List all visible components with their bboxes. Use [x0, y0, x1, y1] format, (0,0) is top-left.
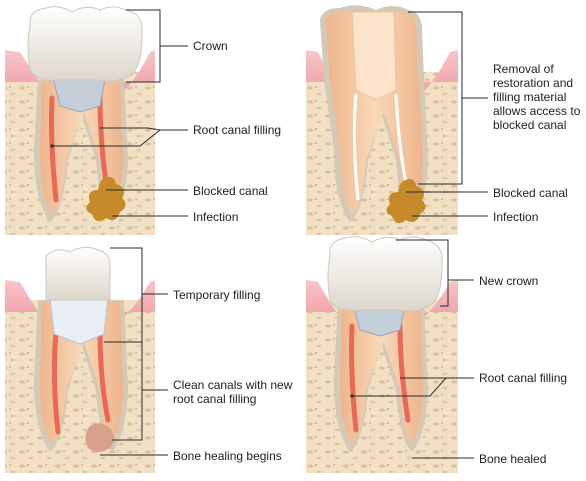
label-clean-canals: Clean canals with new root canal filling — [173, 378, 293, 406]
leader-root-filling-right — [100, 127, 161, 131]
label-blocked-canal: Blocked canal — [493, 186, 568, 200]
infection-area — [86, 176, 126, 222]
new-crown-bracket — [396, 239, 449, 307]
leader-dot — [50, 144, 54, 148]
root-canal-filling-left — [349, 323, 359, 433]
label-bone-healed: Bone healed — [479, 452, 547, 466]
label-crown: Crown — [193, 39, 228, 53]
panel-4-new-crown — [306, 236, 458, 473]
label-infection: Infection — [193, 210, 239, 224]
leader-root-filling-left — [52, 129, 188, 147]
leader-dot — [350, 394, 354, 398]
leader-lines — [50, 9, 488, 459]
panel-3-temporary-filling — [5, 246, 155, 473]
label-new-crown: New crown — [479, 274, 539, 288]
label-bone-healing-begins: Bone healing begins — [173, 449, 282, 463]
panel-2-removal — [306, 5, 458, 235]
access-cavity — [351, 11, 397, 101]
leader-root-filling-left — [352, 377, 474, 397]
label-root-canal-filling: Root canal filling — [193, 123, 282, 137]
infection-area — [386, 178, 426, 224]
label-removal-of-restoration: Removal of restoration and filling mater… — [493, 62, 581, 132]
label-root-canal-filling: Root canal filling — [479, 371, 568, 385]
panel-1-existing-treatment — [5, 6, 155, 235]
new-root-canal-filling-right — [97, 327, 111, 423]
new-root-canal-filling-left — [51, 327, 61, 435]
label-infection: Infection — [493, 210, 539, 224]
remaining-crown — [45, 246, 111, 301]
crown — [27, 6, 143, 82]
cleaned-canal-right — [394, 93, 408, 185]
clean-canals-bracket — [104, 341, 143, 441]
root-canal-filling-right — [397, 323, 411, 423]
new-crown — [327, 236, 443, 312]
label-temporary-filling: Temporary filling — [173, 288, 261, 302]
opened-tooth — [326, 12, 423, 214]
healing-bone-area — [85, 423, 114, 452]
label-blocked-canal: Blocked canal — [193, 184, 268, 198]
cleaned-canal-left — [352, 93, 360, 201]
